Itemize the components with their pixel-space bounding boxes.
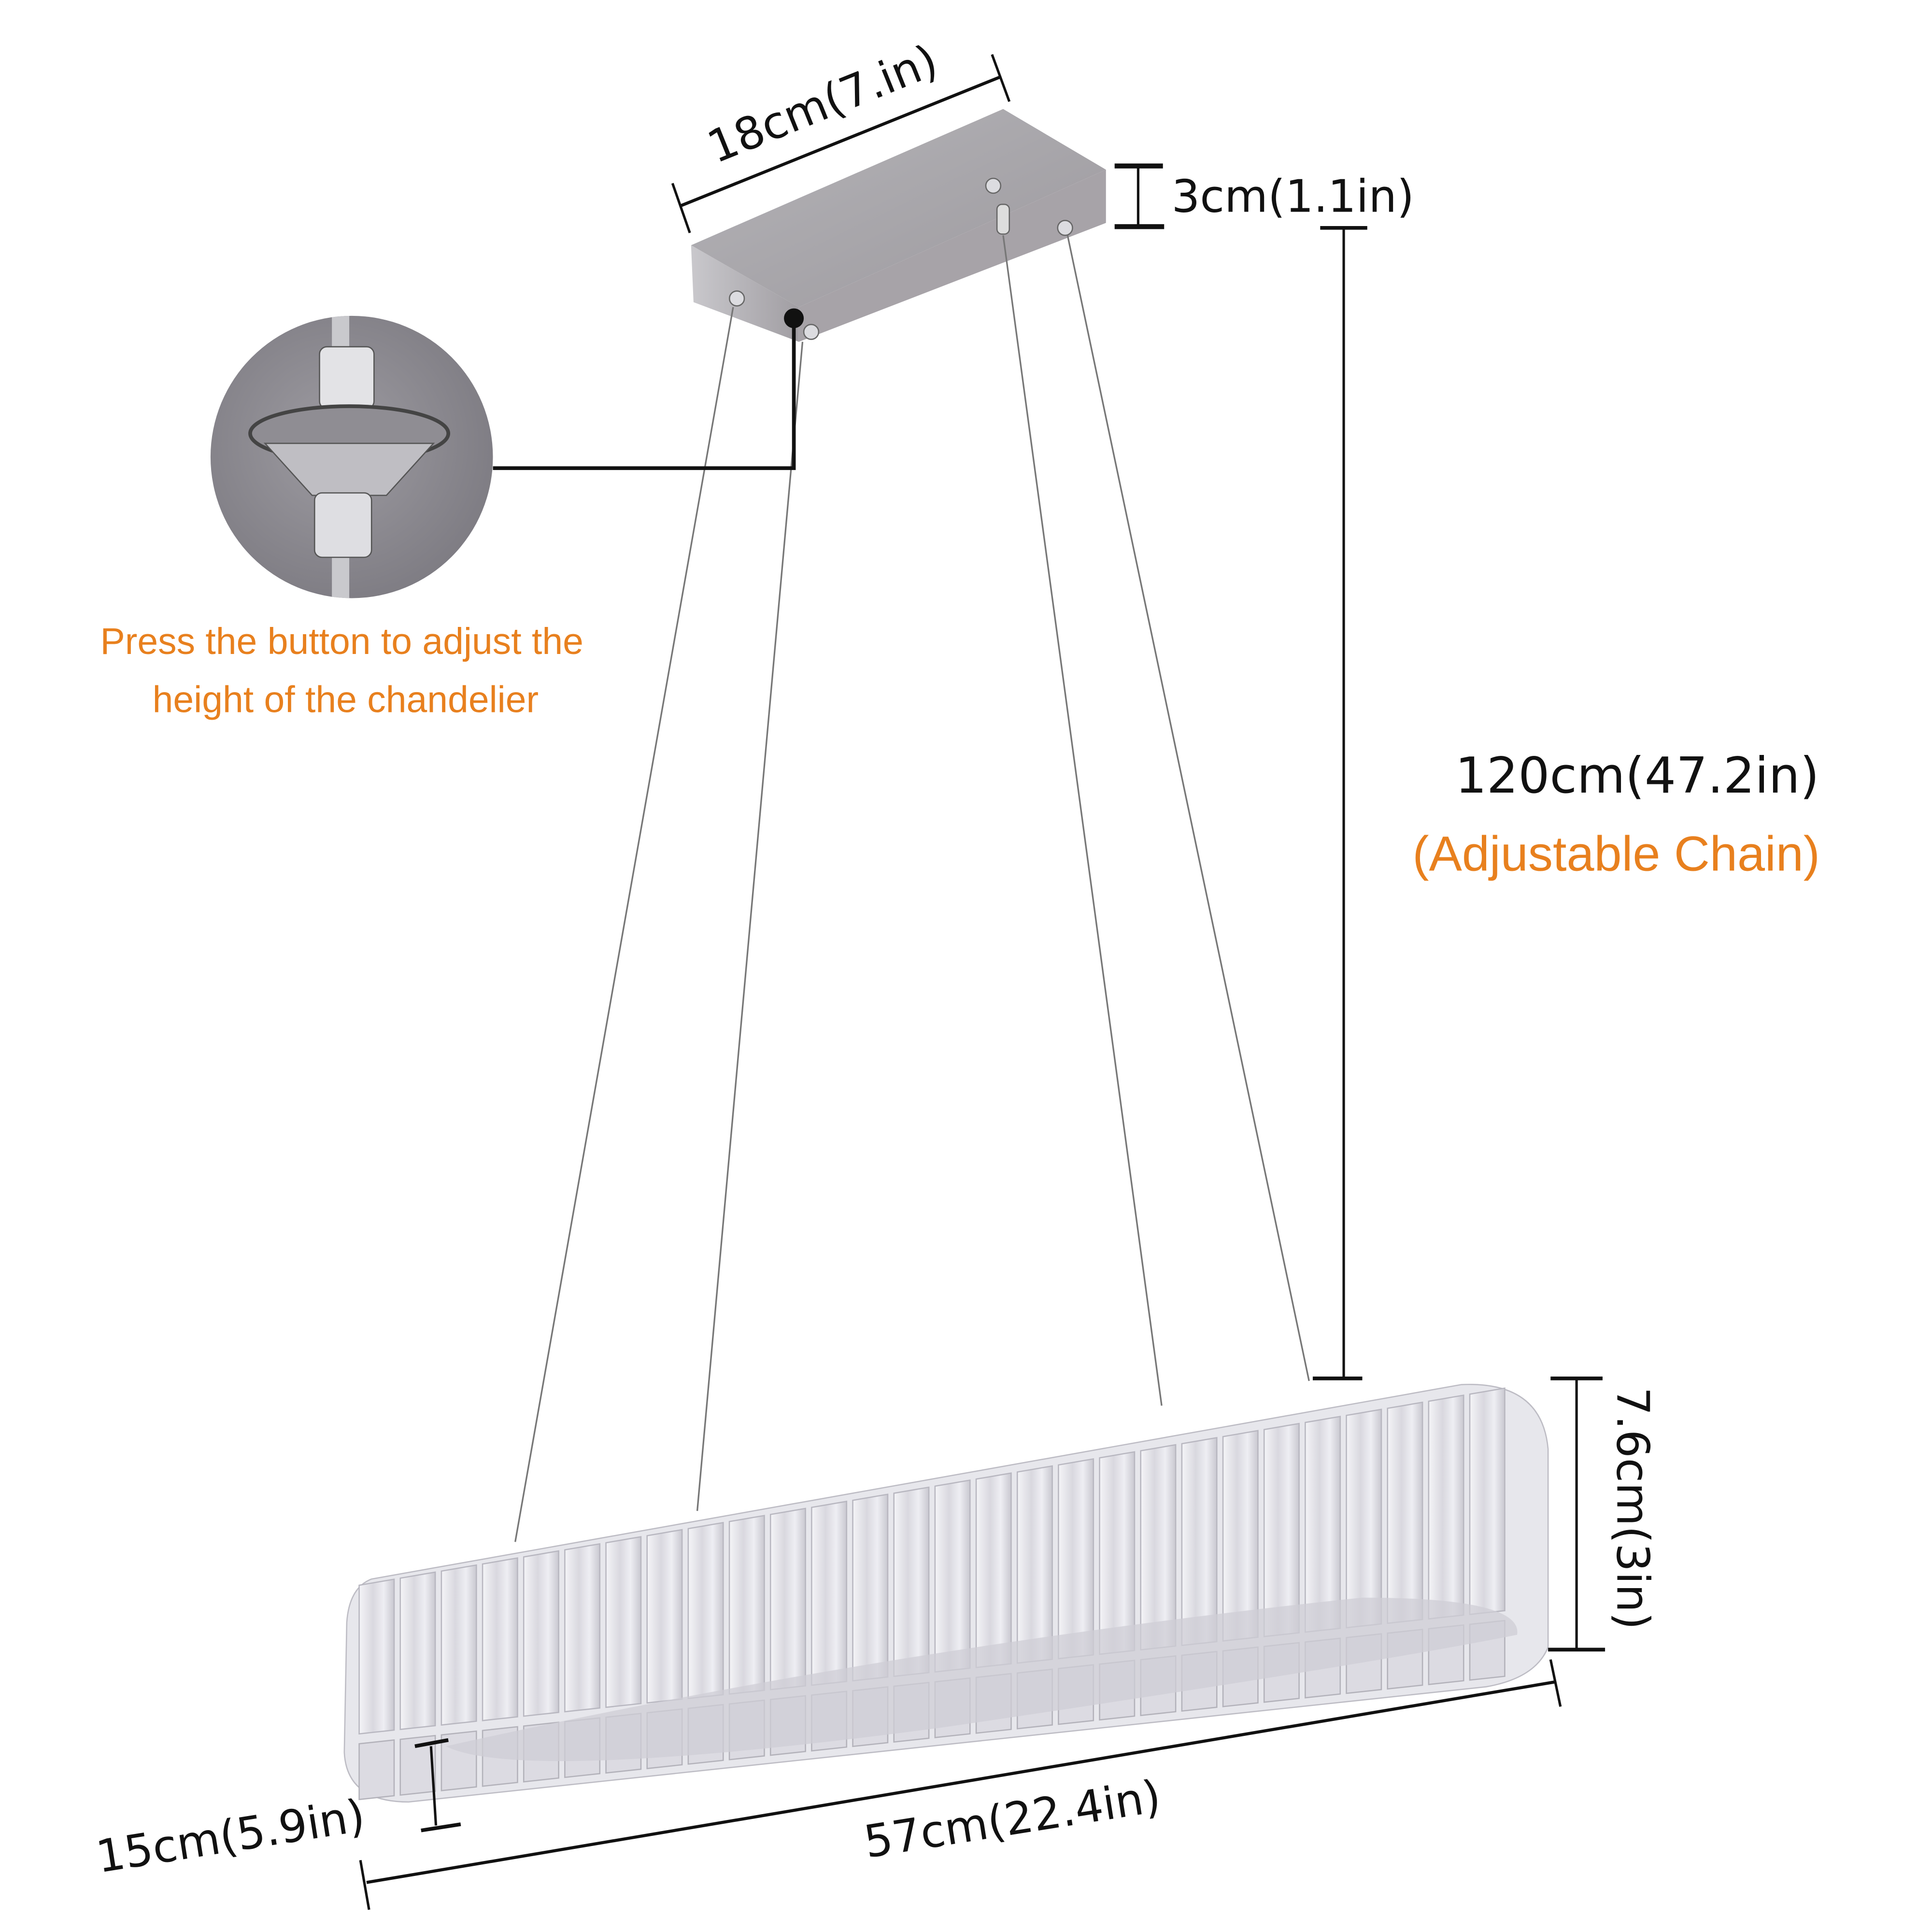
crystal-prism [440,1564,477,1726]
crystal-prism [358,1578,395,1735]
crystal-prism [769,1507,806,1690]
crystal-prism [1428,1394,1464,1620]
crystal-prism [646,1529,683,1704]
crystal-ring [343,1383,1549,1803]
crystal-prism [1099,1451,1136,1655]
crystal-prism [399,1734,436,1796]
dimension-lines [359,54,1605,1910]
crystal-prism [1305,1416,1341,1633]
crystal-prism [1387,1401,1423,1624]
crystal-prism [1263,1422,1300,1637]
screw-icon [728,290,745,307]
fixture-length-label: 57cm(22.4in) [860,1770,1164,1868]
crystal-prism [728,1515,765,1695]
crystal-prism [687,1521,724,1699]
crystal-prism [564,1543,601,1713]
crystal-prism [811,1500,848,1686]
crystal-prism [605,1536,642,1708]
fixture-height-label: 7.6cm(3in) [1607,1387,1659,1630]
chain-length-label: 120cm(47.2in) [1455,747,1819,805]
canopy-height-label: 3cm(1.1in) [1172,170,1414,222]
ceiling-canopy [691,109,1106,342]
crystal-prism [1346,1408,1382,1629]
crystal-prism [1469,1387,1506,1615]
callout-text-line2: height of the chandelier [153,679,539,720]
crystal-prism [1016,1465,1053,1664]
crystal-prism [893,1486,930,1677]
crystal-prism [1140,1444,1177,1651]
crystal-prism [852,1493,889,1682]
suspension-wires [514,235,1310,1542]
crystal-prism [1058,1458,1094,1660]
screw-icon [803,324,820,340]
screw-icon [985,177,1002,194]
crystal-prism [399,1571,436,1731]
crystal-prism [523,1550,559,1717]
crystal-prism [482,1557,518,1721]
fixture-depth-label: 15cm(5.9in) [93,1789,369,1883]
crystal-prism [975,1472,1012,1668]
crystal-prism [1222,1430,1259,1642]
screw-icon [1057,220,1073,236]
callout-leader-line [493,318,796,470]
crystal-prism [358,1739,395,1801]
crystal-prism [934,1479,971,1673]
button-detail-callout [210,315,796,598]
callout-text-line1: Press the button to adjust the [100,621,583,662]
chain-note-label: (Adjustable Chain) [1412,826,1820,881]
crystal-prism [1181,1437,1218,1647]
